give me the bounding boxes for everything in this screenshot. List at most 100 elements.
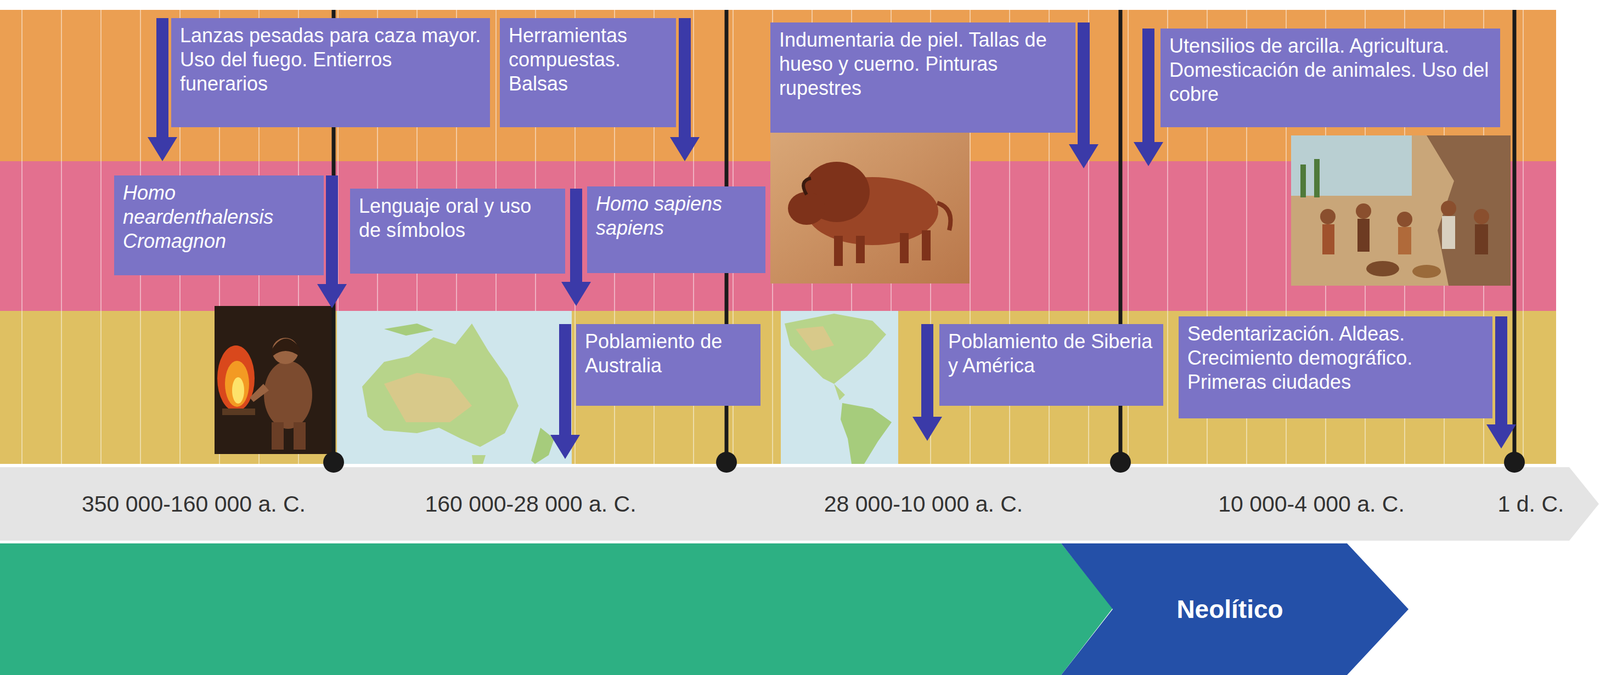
bison-cave-painting: [937, 203, 951, 231]
caveman-picture: [217, 345, 255, 412]
grid-lines: [21, 9, 1524, 465]
epoch-markers: [1110, 452, 1131, 473]
neolithic-scene: [1291, 135, 1412, 196]
neolithic-scene: [1412, 265, 1441, 279]
period-date: 10 000-4 000 a. C.: [1218, 491, 1405, 518]
australia-map: [531, 427, 555, 465]
neolithic-scene: [1440, 200, 1457, 217]
americas-map: [834, 384, 845, 401]
bison-cave-painting: [899, 233, 909, 264]
neolithic-scene: [1314, 159, 1320, 198]
caveman-picture: [249, 384, 269, 403]
callout-arrows: [561, 188, 591, 307]
australia-map: [471, 455, 486, 465]
era-bar: [0, 543, 1113, 675]
australia-map: [336, 311, 572, 465]
event-callout: Lenguaje oral y uso de símbolos: [350, 188, 566, 274]
epoch-markers: [323, 9, 1525, 473]
australia-map: [336, 311, 572, 465]
caveman-picture: [214, 306, 332, 455]
event-callout: Utensilios de arcilla. Agricultura. Dome…: [1160, 28, 1501, 128]
timeline-bar: [0, 467, 1599, 542]
event-text: Poblamiento de Australia: [584, 329, 752, 379]
neolithic-scene: [1426, 135, 1511, 286]
neolithic-scene: [1357, 218, 1370, 252]
event-text: Homo neardenthalensis Cromagnon: [122, 181, 315, 254]
event-text: Lenguaje oral y uso de símbolos: [358, 194, 557, 243]
grid-lines: [60, 9, 63, 465]
neolithic-scene: [1474, 224, 1489, 255]
period-date: 28 000-10 000 a. C.: [824, 491, 1023, 518]
caveman-picture: [272, 338, 300, 357]
timeline-bar: [0, 467, 1599, 542]
caveman-picture: [232, 377, 245, 404]
caveman-picture: [222, 408, 256, 416]
americas-map: [780, 311, 899, 465]
period-date: 1 d. C.: [1497, 491, 1565, 518]
event-callout: Poblamiento de Siberia y América: [939, 324, 1164, 407]
period-date: 350 000-160 000 a. C.: [81, 491, 306, 518]
neolithic-scene: [1291, 135, 1511, 286]
neolithic-scene: [1291, 135, 1511, 286]
epoch-markers: [1512, 9, 1517, 463]
bison-cave-painting: [834, 235, 843, 267]
event-callout: Herramientas compuestas. Balsas: [499, 18, 676, 128]
americas-map: [780, 311, 899, 465]
neolithic-scene: [1300, 164, 1306, 198]
era-arrow-fill: [1061, 543, 1409, 675]
bison-cave-painting: [921, 230, 931, 261]
callout-arrows: [550, 324, 580, 460]
grid-lines: [1522, 9, 1524, 465]
neolithic-scene: [1322, 224, 1335, 255]
neolithic-scene: [1473, 209, 1490, 225]
event-text: Lanzas pesadas para caza mayor. Uso del …: [179, 23, 482, 97]
americas-map: [840, 403, 892, 465]
grid-lines: [100, 9, 102, 465]
bison-cave-painting: [803, 178, 811, 195]
event-text: Herramientas compuestas. Balsas: [508, 23, 668, 97]
event-callout: Indumentaria de piel. Tallas de hueso y …: [770, 22, 1076, 133]
neolithic-scene: [1355, 203, 1372, 219]
event-callout: Homo neardenthalensis Cromagnon: [114, 175, 324, 276]
bison-cave-painting: [770, 131, 970, 284]
event-text: Homo sapiens sapiens: [595, 192, 757, 241]
event-text: Sedentarización. Aldeas. Crecimiento dem…: [1187, 322, 1484, 395]
epoch-markers: [323, 452, 345, 473]
era-bands: [0, 9, 1557, 465]
neolithic-scene: [1398, 227, 1412, 255]
event-text: Utensilios de arcilla. Agricultura. Dome…: [1169, 34, 1492, 107]
callout-arrows: [147, 18, 1517, 460]
australia-map: [384, 323, 434, 336]
australia-map: [362, 323, 519, 448]
event-callout: Sedentarización. Aldeas. Crecimiento dem…: [1178, 316, 1493, 419]
callout-arrows: [1133, 28, 1164, 167]
bison-cave-painting: [787, 192, 826, 225]
event-text: Poblamiento de Siberia y América: [948, 329, 1155, 379]
epoch-markers: [1503, 452, 1525, 473]
caveman-picture: [263, 361, 313, 430]
event-callout: Poblamiento de Australia: [576, 324, 761, 407]
neolithic-scene: [1396, 211, 1413, 228]
caveman-picture: [271, 422, 284, 450]
period-date: 160 000-28 000 a. C.: [424, 491, 636, 518]
event-callout: Homo sapiens sapiens: [587, 186, 766, 274]
grid-lines: [21, 9, 23, 465]
neolithic-scene: [1366, 261, 1400, 277]
americas-map: [784, 313, 887, 385]
caveman-picture: [224, 361, 250, 408]
event-callout: Lanzas pesadas para caza mayor. Uso del …: [171, 18, 490, 128]
era-name: Neolítico: [1176, 594, 1283, 625]
caveman-picture: [214, 306, 332, 455]
americas-map: [795, 326, 835, 352]
bison-cave-painting: [770, 131, 970, 284]
neolithic-scene: [1320, 209, 1336, 225]
australia-map: [384, 373, 472, 423]
epoch-markers: [716, 452, 737, 473]
callout-arrows: [912, 324, 943, 442]
neolithic-scene: [1441, 216, 1456, 250]
event-text: Indumentaria de piel. Tallas de hueso y …: [779, 27, 1067, 101]
caveman-picture: [293, 422, 306, 450]
